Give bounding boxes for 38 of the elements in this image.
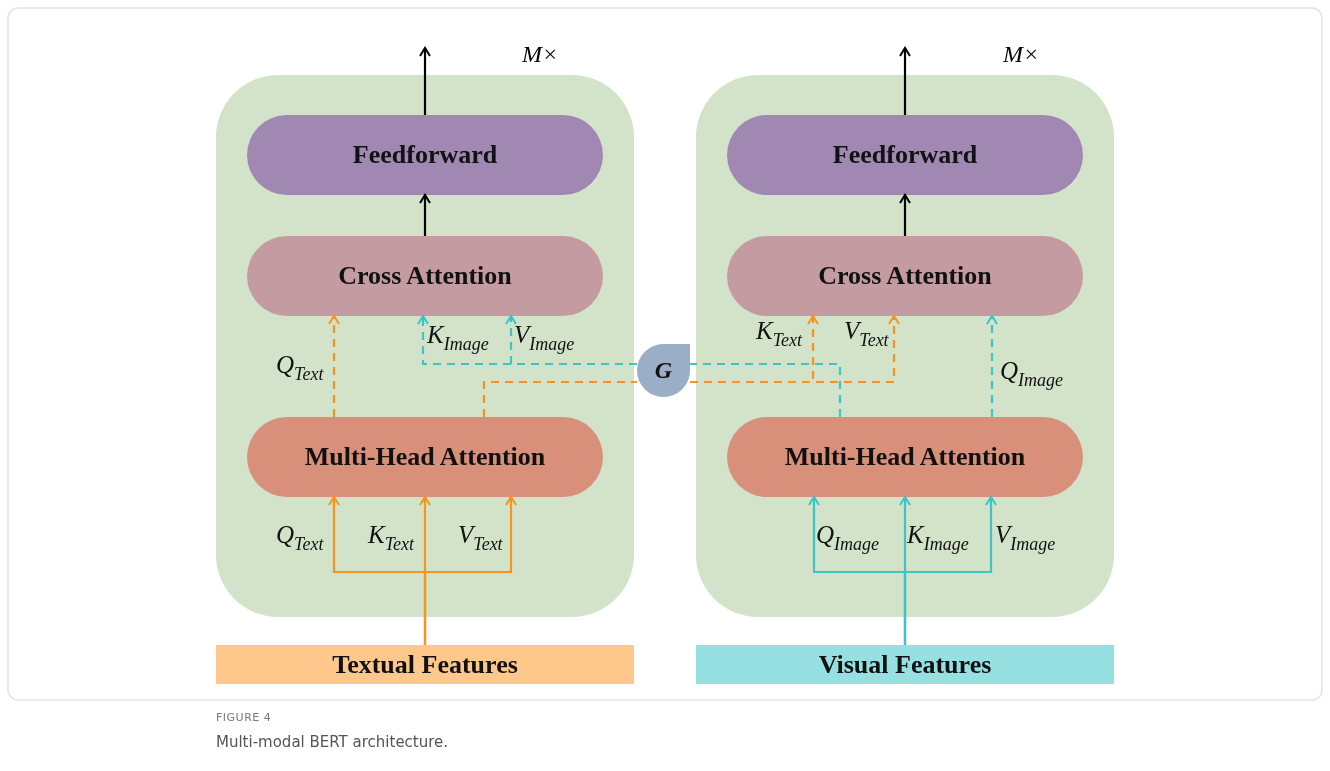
edge-label: Q$_{Text}$ [276,522,324,553]
edge-label: V$_{Image}$ [514,322,575,353]
feature-bar [696,645,1114,684]
box-label: Multi-Head Attention [304,442,546,472]
box-label: Visual Features [818,649,992,680]
repeat-label: M× [522,42,559,66]
dashed-arrow [986,315,998,417]
arrow [423,496,517,645]
arrow [899,194,911,236]
arrow [419,47,431,115]
box-label: Feedforward [352,140,498,170]
edge-label: K$_{Text}$ [756,318,803,349]
box-label: Cross Attention [818,261,992,291]
dashed-arrow [328,315,340,417]
feature-bar [216,645,634,684]
arrow [419,194,431,236]
box-label: Multi-Head Attention [784,442,1026,472]
encoder-block [216,75,634,617]
edge-label: Q$_{Image}$ [1000,358,1064,389]
edge-label: K$_{Image}$ [907,522,969,553]
box-label: Textual Features [332,649,518,680]
arrow [903,496,997,645]
edge-label: V$_{Text}$ [844,318,889,349]
encoder-block [696,75,1114,617]
box-label: Feedforward [832,140,978,170]
edge-label: K$_{Image}$ [427,322,489,353]
figure-number: FIGURE 4 [216,711,272,724]
figure-caption: Multi-modal BERT architecture. [216,733,449,751]
box-label: Cross Attention [338,261,512,291]
edge-label: V$_{Image}$ [995,522,1056,553]
edge-label: Q$_{Image}$ [816,522,880,553]
gate-shape [637,344,690,397]
gate-label: G [654,357,673,384]
edge-label: V$_{Text}$ [458,522,503,553]
edge-label: K$_{Text}$ [368,522,415,553]
arrow [899,47,911,115]
edge-label: Q$_{Text}$ [276,352,324,383]
repeat-label: M× [1003,42,1040,66]
